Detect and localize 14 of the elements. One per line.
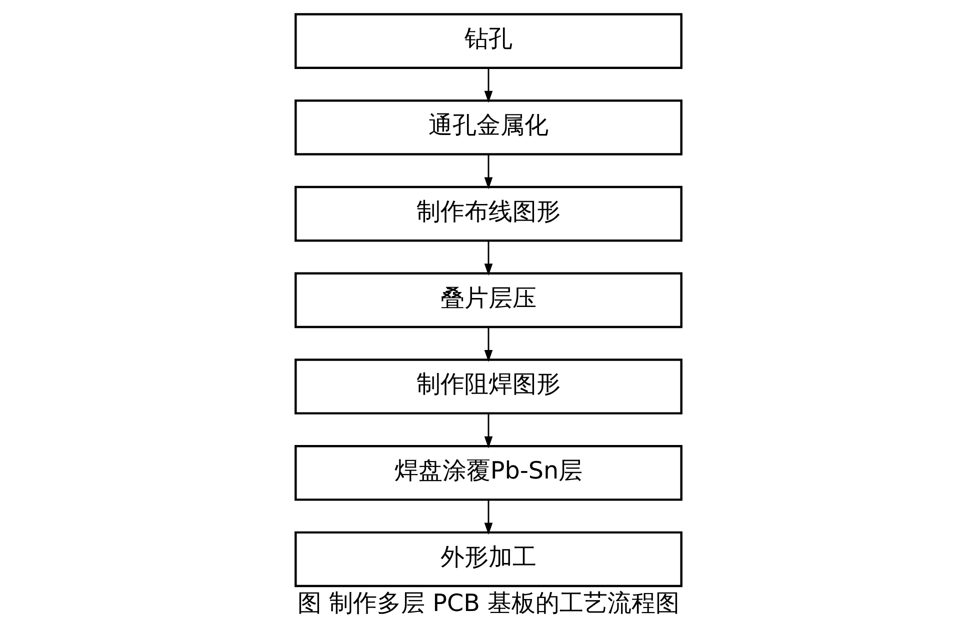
node-box: 通孔金属化 [294,99,682,156]
node-box: 制作布线图形 [294,186,682,242]
arrow [484,327,493,362]
arrow [484,154,493,190]
caption: 图 制作多层 PCB 基板的工艺流程图 [297,589,680,618]
node-box: 外形加工 [294,531,682,588]
node-box: 焊盘涂覆Pb-Sn层 [294,444,682,501]
node-box: 钻孔 [294,13,682,69]
arrow [484,500,493,535]
node-box: 制作阻焊图形 [294,358,682,414]
node-box: 叠片层压 [294,272,682,328]
arrow [484,68,493,103]
arrow [484,240,493,276]
arrow [484,413,493,448]
